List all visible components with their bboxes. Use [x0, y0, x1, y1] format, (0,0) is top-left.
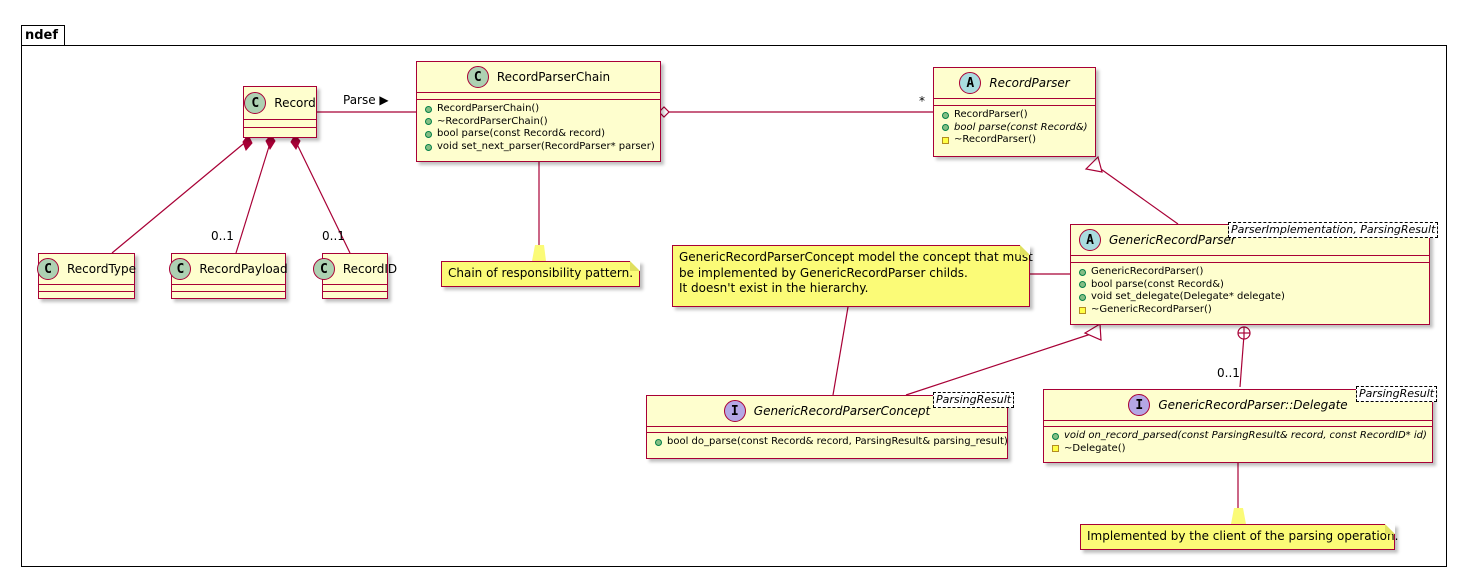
- public-icon: [1079, 293, 1086, 301]
- note-chain: Chain of responsibility pattern.: [441, 261, 640, 287]
- member-row: void set_next_parser(RecordParser* parse…: [425, 141, 655, 154]
- generalization-grp: [1097, 166, 1179, 225]
- class-icon: C: [36, 258, 59, 280]
- member-row: ~GenericRecordParser(): [1079, 304, 1421, 317]
- protected-icon: [942, 136, 949, 144]
- class-name: RecordType: [66, 262, 137, 276]
- composition-diamond-1: [242, 134, 253, 151]
- class-name: GenericRecordParser::Delegate: [1158, 398, 1348, 412]
- class-name: RecordParser: [989, 76, 1070, 90]
- abstract-icon: A: [959, 72, 982, 94]
- class-icon: C: [169, 258, 192, 280]
- class-recordpayload[interactable]: C RecordPayload: [169, 253, 288, 299]
- public-icon: [425, 130, 432, 138]
- public-icon: [655, 438, 662, 446]
- class-icon: C: [312, 258, 335, 280]
- note-concept: GenericRecordParserConcept model the con…: [672, 245, 1033, 307]
- member-row: ~RecordParserChain(): [425, 116, 652, 129]
- note-line: GenericRecordParserConcept model the con…: [679, 250, 1033, 264]
- class-name: RecordID: [342, 262, 398, 276]
- note-line: It doesn't exist in the hierarchy.: [679, 281, 869, 295]
- member-row: ~RecordParser(): [942, 134, 1087, 147]
- template-params: ParserImplementation, ParsingResult: [1228, 222, 1439, 238]
- aggregation-diamond: [658, 106, 670, 118]
- composition-recordpayload: [235, 139, 272, 254]
- class-genericrecordparser[interactable]: A GenericRecordParser GenericRecordParse…: [1070, 224, 1430, 325]
- class-name: RecordParserChain: [496, 70, 611, 84]
- member-list: RecordParserChain() ~RecordParserChain()…: [417, 99, 660, 155]
- class-icon: C: [244, 92, 267, 114]
- member-list: GenericRecordParser() bool parse(const R…: [1071, 262, 1429, 318]
- template-params: ParsingResult: [933, 392, 1015, 408]
- class-icon: C: [466, 66, 489, 88]
- abstract-icon: A: [1079, 229, 1101, 251]
- member-row: GenericRecordParser(): [1079, 266, 1421, 279]
- member-row: RecordParser(): [942, 109, 1087, 122]
- protected-icon: [1052, 445, 1059, 453]
- public-icon: [425, 118, 432, 126]
- class-record[interactable]: C Record: [243, 86, 317, 138]
- chain-note-wedge: [532, 245, 546, 261]
- composition-diamond-2: [265, 134, 276, 151]
- nesting-circle: [1237, 326, 1251, 340]
- generalization-triangle-2: [1083, 322, 1102, 341]
- note-line: be implemented by GenericRecordParser ch…: [679, 265, 968, 280]
- note-text: Implemented by the client of the parsing…: [1087, 529, 1399, 543]
- member-row: void on_record_parsed(const ParsingResul…: [1052, 430, 1427, 443]
- class-recordtype[interactable]: C RecordType: [36, 253, 137, 299]
- public-icon: [425, 105, 432, 113]
- class-recordparserchain[interactable]: C RecordParserChain RecordParserChain() …: [416, 61, 661, 162]
- note-fold: [1020, 245, 1030, 255]
- member-row: void set_delegate(Delegate* delegate): [1079, 291, 1421, 304]
- member-row: bool parse(const Record&): [942, 122, 1088, 135]
- member-list: RecordParser() bool parse(const Record&)…: [934, 105, 1095, 149]
- composition-recordtype: [111, 139, 249, 254]
- public-icon: [1079, 268, 1086, 276]
- member-row: bool do_parse(const Record& record, Pars…: [655, 436, 1008, 449]
- class-name: GenericRecordParser: [1109, 233, 1236, 247]
- public-icon: [1079, 281, 1086, 289]
- note-text: Chain of responsibility pattern.: [448, 266, 634, 280]
- note-fold: [1385, 524, 1395, 534]
- member-list: bool do_parse(const Record& record, Pars…: [647, 432, 1008, 451]
- id-multiplicity: 0..1: [322, 229, 345, 243]
- class-name: RecordPayload: [199, 262, 288, 276]
- member-row: ~Delegate(): [1052, 443, 1424, 456]
- class-name: GenericRecordParserConcept: [753, 404, 931, 418]
- concept-note-link-iface: [832, 306, 849, 396]
- payload-multiplicity: 0..1: [211, 229, 234, 243]
- composition-diamond-3: [290, 134, 301, 150]
- public-icon: [942, 111, 949, 119]
- public-icon: [942, 124, 949, 132]
- generalization-triangle-1: [1084, 155, 1103, 173]
- generalization-concept: [905, 331, 1098, 396]
- member-list: void on_record_parsed(const ParsingResul…: [1044, 426, 1432, 457]
- composition-recordid: [294, 139, 351, 254]
- class-genericrecordparserconcept[interactable]: I GenericRecordParserConcept bool do_par…: [646, 395, 1008, 459]
- parse-label: Parse ▶: [343, 93, 389, 107]
- class-recordparser[interactable]: A RecordParser RecordParser() bool parse…: [933, 67, 1096, 157]
- class-name: Record: [274, 96, 316, 110]
- class-recordid[interactable]: C RecordID: [312, 253, 397, 299]
- template-params: ParsingResult: [1356, 386, 1438, 402]
- member-row: bool parse(const Record&): [1079, 279, 1421, 292]
- public-icon: [1052, 432, 1059, 440]
- package-tab: ndef: [21, 25, 65, 45]
- interface-icon: I: [1128, 394, 1151, 416]
- note-fold: [630, 261, 640, 271]
- protected-icon: [1079, 306, 1086, 314]
- delegate-multiplicity: 0..1: [1217, 366, 1240, 380]
- note-delegate: Implemented by the client of the parsing…: [1080, 524, 1399, 550]
- nesting-delegate: [1239, 334, 1245, 388]
- interface-icon: I: [723, 400, 746, 422]
- delegate-note-wedge: [1231, 508, 1246, 524]
- member-row: RecordParserChain(): [425, 103, 652, 116]
- member-row: bool parse(const Record& record): [425, 128, 652, 141]
- package-frame: [21, 45, 1447, 567]
- public-icon: [425, 143, 432, 151]
- parser-multiplicity: *: [919, 94, 925, 108]
